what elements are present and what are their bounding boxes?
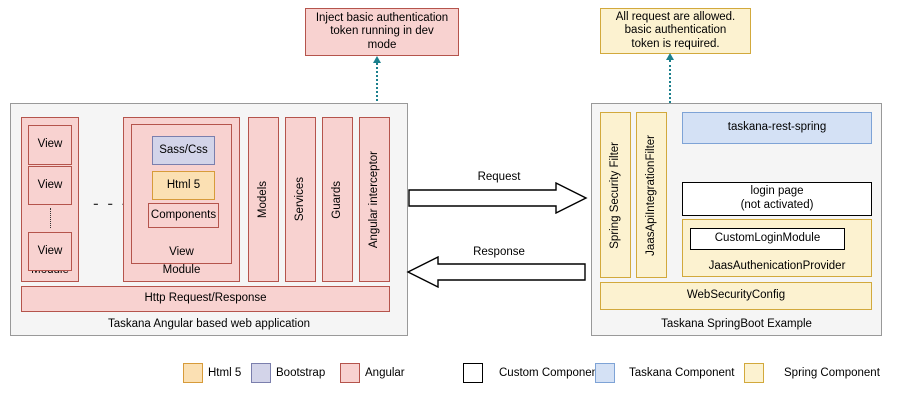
response-arrow bbox=[406, 256, 586, 288]
legend-swatch-taskana-component bbox=[595, 363, 615, 383]
server-web-security-config: WebSecurityConfig bbox=[600, 282, 872, 310]
legend-swatch-bootstrap bbox=[251, 363, 271, 383]
client-module-b-item-html5: Html 5 bbox=[152, 171, 215, 200]
legend-item-spring-component: Spring Component bbox=[744, 363, 880, 383]
client-column-services: Services bbox=[285, 117, 316, 282]
server-filter-jaas-api-integration-label: JaasApiIntegrationFilter bbox=[644, 134, 657, 256]
server-filter-spring-security-label: Spring Security Filter bbox=[608, 141, 621, 249]
client-module-b-item-components: Components bbox=[148, 203, 219, 228]
legend-label-spring-component: Spring Component bbox=[784, 367, 880, 379]
client-column-services-label: Services bbox=[293, 177, 306, 222]
legend-swatch-angular bbox=[340, 363, 360, 383]
client-module-a-view-2: View bbox=[28, 166, 72, 205]
legend-swatch-spring-component bbox=[744, 363, 764, 383]
client-modules-separator: - - - bbox=[93, 194, 130, 213]
server-taskana-rest-spring: taskana-rest-spring bbox=[682, 112, 872, 144]
legend-label-angular: Angular bbox=[365, 367, 405, 379]
client-module-a-view-3: View bbox=[28, 232, 72, 271]
server-login-page: login page (not activated) bbox=[682, 182, 872, 216]
client-column-guards: Guards bbox=[322, 117, 353, 282]
legend-item-angular: Angular bbox=[340, 363, 405, 383]
legend-label-custom-component: Custom Component bbox=[499, 367, 602, 379]
client-column-models-label: Models bbox=[256, 180, 269, 219]
legend-item-bootstrap: Bootstrap bbox=[251, 363, 325, 383]
client-column-angular-interceptor-label: Angular interceptor bbox=[367, 150, 380, 249]
client-http-bar: Http Request/Response bbox=[21, 286, 390, 312]
legend-label-html5: Html 5 bbox=[208, 367, 242, 379]
callout-client-auth: Inject basic authentication token runnin… bbox=[305, 8, 459, 56]
legend-label-bootstrap: Bootstrap bbox=[276, 367, 326, 379]
legend-label-taskana-component: Taskana Component bbox=[629, 367, 735, 379]
request-arrow-label: Request bbox=[477, 171, 521, 183]
connector-client-arrowhead bbox=[373, 56, 381, 63]
connector-server-arrowhead bbox=[666, 53, 674, 60]
legend-item-custom-component: Custom Component bbox=[463, 363, 601, 383]
legend-item-taskana-component: Taskana Component bbox=[595, 363, 734, 383]
client-column-guards-label: Guards bbox=[330, 180, 343, 219]
client-column-models: Models bbox=[248, 117, 279, 282]
client-module-b-item-sass-css: Sass/Css bbox=[152, 136, 215, 165]
client-module-a-view-1: View bbox=[28, 125, 72, 165]
server-custom-login-module: CustomLoginModule bbox=[690, 228, 845, 250]
legend-swatch-custom-component bbox=[463, 363, 483, 383]
client-column-angular-interceptor: Angular interceptor bbox=[359, 117, 390, 282]
connector-client-callout bbox=[376, 63, 378, 117]
client-module-a-ellipsis bbox=[50, 208, 51, 228]
callout-server-auth: All request are allowed. basic authentic… bbox=[600, 8, 751, 54]
legend-item-html5: Html 5 bbox=[183, 363, 241, 383]
legend-swatch-html5 bbox=[183, 363, 203, 383]
server-panel-caption: Taskana SpringBoot Example bbox=[661, 318, 812, 330]
request-arrow bbox=[408, 182, 588, 214]
client-panel-caption: Taskana Angular based web application bbox=[107, 318, 311, 330]
response-arrow-label: Response bbox=[473, 246, 525, 258]
server-filter-spring-security: Spring Security Filter bbox=[600, 112, 631, 278]
server-filter-jaas-api-integration: JaasApiIntegrationFilter bbox=[636, 112, 667, 278]
